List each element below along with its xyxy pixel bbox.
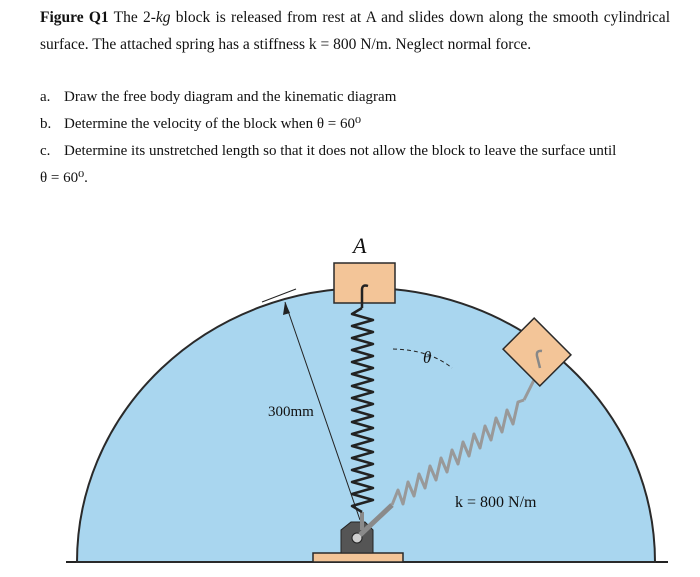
question-b: b. Determine the velocity of the block w… [40,111,680,138]
problem-statement: Figure Q1 The 2-kg block is released fro… [40,4,670,58]
inclined-spring-rod [358,503,394,537]
question-c-continuation: θ = 60⁰. [40,170,88,186]
block-A-hook [360,284,369,303]
question-text: Determine the velocity of the block when… [64,116,361,132]
block-at-A [333,262,396,304]
intro-kg: kg [155,9,171,26]
vertical-spring-coil [350,306,375,514]
stiffness-label: k = 800 N/m [455,494,537,511]
point-A-label: A [351,233,367,258]
intro-text-b: block is released from rest at A and sli… [40,9,670,53]
angle-arc [392,348,453,369]
inclined-spring-coil [390,398,525,506]
question-text: Draw the free body diagram and the kinem… [64,89,397,105]
question-label: b. [40,116,52,132]
spring-mount-base [312,552,404,563]
pivot-pin [351,532,363,544]
question-label: a. [40,89,51,105]
block-theta-hook [535,349,543,369]
radius-dimension-line [284,301,361,521]
angle-label: θ [423,348,431,367]
figure-label: Figure Q1 [40,9,109,26]
intro-text-a: The 2- [113,9,156,26]
question-list: a. Draw the free body diagram and the ki… [40,84,680,192]
question-c: c. Determine its unstretched length so t… [40,138,680,165]
radius-label: 300mm [268,404,314,420]
question-a: a. Draw the free body diagram and the ki… [40,84,680,111]
question-text: Determine its unstretched length so that… [64,143,617,159]
radius-arrowhead [283,302,290,315]
question-label: c. [40,143,51,159]
radius-dimension-tick [261,288,297,303]
